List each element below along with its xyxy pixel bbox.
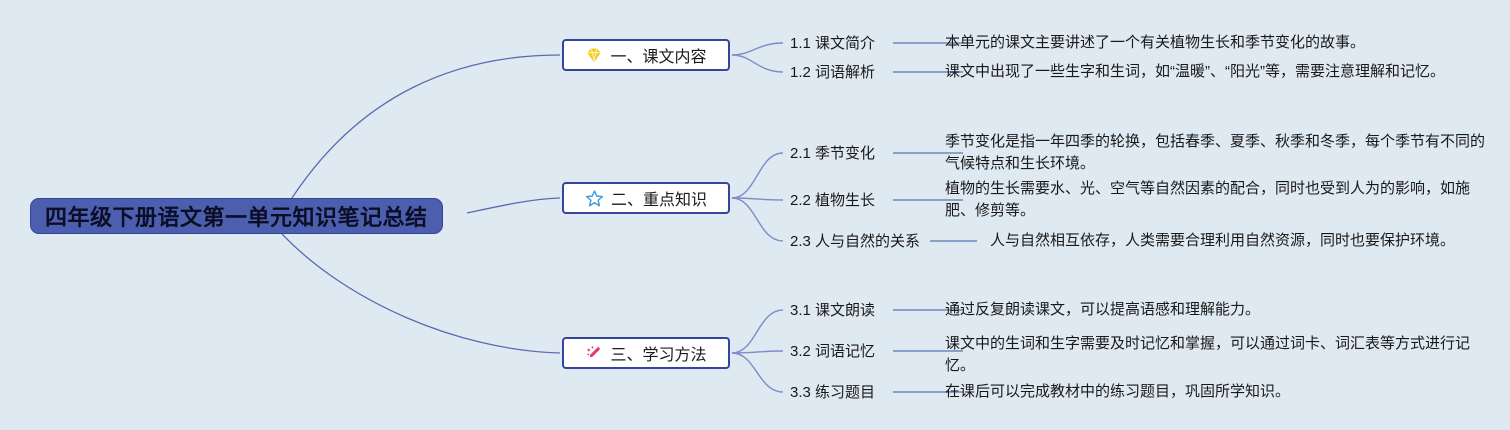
description-1-1: 本单元的课文主要讲述了一个有关植物生长和季节变化的故事。 — [945, 34, 1366, 51]
branch-node-1[interactable]: 一、课文内容 — [562, 39, 730, 71]
description-1-2: 课文中出现了一些生字和生词，如“温暖”、“阳光”等，需要注意理解和记忆。 — [945, 63, 1445, 80]
subtopic-2-3[interactable]: 2.3 人与自然的关系 — [790, 233, 921, 250]
subtopic-3-1[interactable]: 3.1 课文朗读 — [790, 302, 876, 319]
link-branch2-sub1 — [731, 152, 784, 199]
branch-label: 二、重点知识 — [610, 192, 707, 209]
link-branch2-sub2 — [731, 197, 784, 201]
description-3-1: 通过反复朗读课文，可以提高语感和理解能力。 — [945, 301, 1261, 318]
link-branch3-sub1 — [731, 309, 784, 354]
star-icon — [585, 189, 604, 208]
link-root-branch3 — [281, 233, 561, 354]
subtopic-1-2[interactable]: 1.2 词语解析 — [790, 64, 876, 81]
branch-label: 三、学习方法 — [610, 347, 707, 364]
link-branch1-sub1 — [731, 42, 784, 56]
branch-label: 一、课文内容 — [610, 49, 707, 66]
branch-node-3[interactable]: 三、学习方法 — [562, 337, 730, 369]
link-branch3-sub3 — [731, 352, 784, 393]
link-branch3-sub2 — [731, 350, 784, 354]
wand-icon — [585, 344, 603, 362]
subtopic-3-3[interactable]: 3.3 练习题目 — [790, 384, 876, 401]
link-root-branch2 — [466, 197, 561, 214]
branch-node-2[interactable]: 二、重点知识 — [562, 182, 730, 214]
link-root-branch1 — [291, 54, 561, 199]
subtopic-1-1[interactable]: 1.1 课文简介 — [790, 35, 876, 52]
subtopic-3-2[interactable]: 3.2 词语记忆 — [790, 343, 876, 360]
link-branch1-sub2 — [731, 54, 784, 73]
gem-icon — [585, 46, 603, 64]
description-3-2: 课文中的生词和生字需要及时记忆和掌握，可以通过词卡、词汇表等方式进行记忆。 — [945, 335, 1471, 374]
root-node[interactable]: 四年级下册语文第一单元知识笔记总结 — [30, 198, 443, 234]
subtopic-2-2[interactable]: 2.2 植物生长 — [790, 192, 876, 209]
description-2-3: 人与自然相互依存，人类需要合理利用自然资源，同时也要保护环境。 — [990, 232, 1456, 249]
root-title: 四年级下册语文第一单元知识笔记总结 — [45, 205, 428, 230]
description-3-3: 在课后可以完成教材中的练习题目，巩固所学知识。 — [945, 383, 1291, 400]
description-2-1: 季节变化是指一年四季的轮换，包括春季、夏季、秋季和冬季，每个季节有不同的气候特点… — [945, 133, 1486, 172]
subtopic-2-1[interactable]: 2.1 季节变化 — [790, 145, 876, 162]
link-branch2-sub3 — [731, 197, 784, 242]
description-2-2: 植物的生长需要水、光、空气等自然因素的配合，同时也受到人为的影响，如施肥、修剪等… — [945, 180, 1471, 219]
